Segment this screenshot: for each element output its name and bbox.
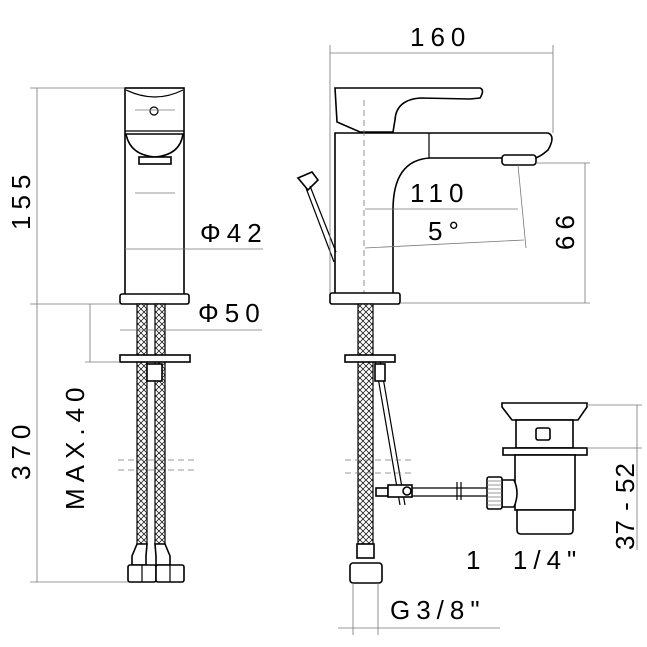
dim-body-diameter: Φ42: [200, 218, 268, 248]
waste-flange: [501, 402, 588, 421]
fixing-nut-front: [146, 363, 163, 382]
dim-spout-angle: 5°: [428, 216, 465, 246]
lever-indicator: [149, 106, 159, 116]
dim-waste-size: 1 1/4": [466, 545, 582, 575]
dim-projection: 160: [410, 22, 471, 52]
supply-hose-left: [136, 303, 148, 545]
supply-hose-side: [357, 303, 374, 545]
mixer-body-side: [334, 132, 553, 296]
aerator-side: [501, 154, 537, 166]
pop-up-waste: [486, 402, 588, 535]
fixing-plate-side: [344, 354, 396, 363]
waste-collar: [502, 447, 588, 456]
dim-max-deck: MAX.40: [60, 382, 90, 511]
dim-base-diameter: Φ50: [198, 298, 266, 328]
dim-spout-reach: 110: [410, 178, 469, 208]
pop-up-knob: [296, 171, 320, 192]
base-plate-side: [329, 292, 401, 305]
dim-total-height: 155: [6, 169, 36, 230]
mixer-body-front: [124, 87, 185, 296]
aerator-front: [138, 156, 172, 165]
dim-spout-height: 99: [550, 215, 580, 256]
dim-waste-range: 37 - 52: [610, 462, 640, 550]
side-view: 160 110 5° 99 1 1/4" 37 - 52 G3/8": [296, 22, 642, 635]
front-view: 155 Φ42 Φ50 370 MAX.40: [6, 87, 268, 583]
fixing-plate-front: [119, 354, 191, 363]
base-plate-front: [119, 293, 190, 305]
fixing-nut-side: [374, 363, 386, 382]
dim-hose-thread: G3/8": [390, 595, 486, 625]
supply-hose-right: [154, 303, 166, 545]
lever-handle-side: [334, 87, 484, 133]
lever-top-curve: [125, 89, 184, 98]
hose-nut-side: [349, 562, 383, 584]
dim-hose-length: 370: [6, 419, 36, 480]
